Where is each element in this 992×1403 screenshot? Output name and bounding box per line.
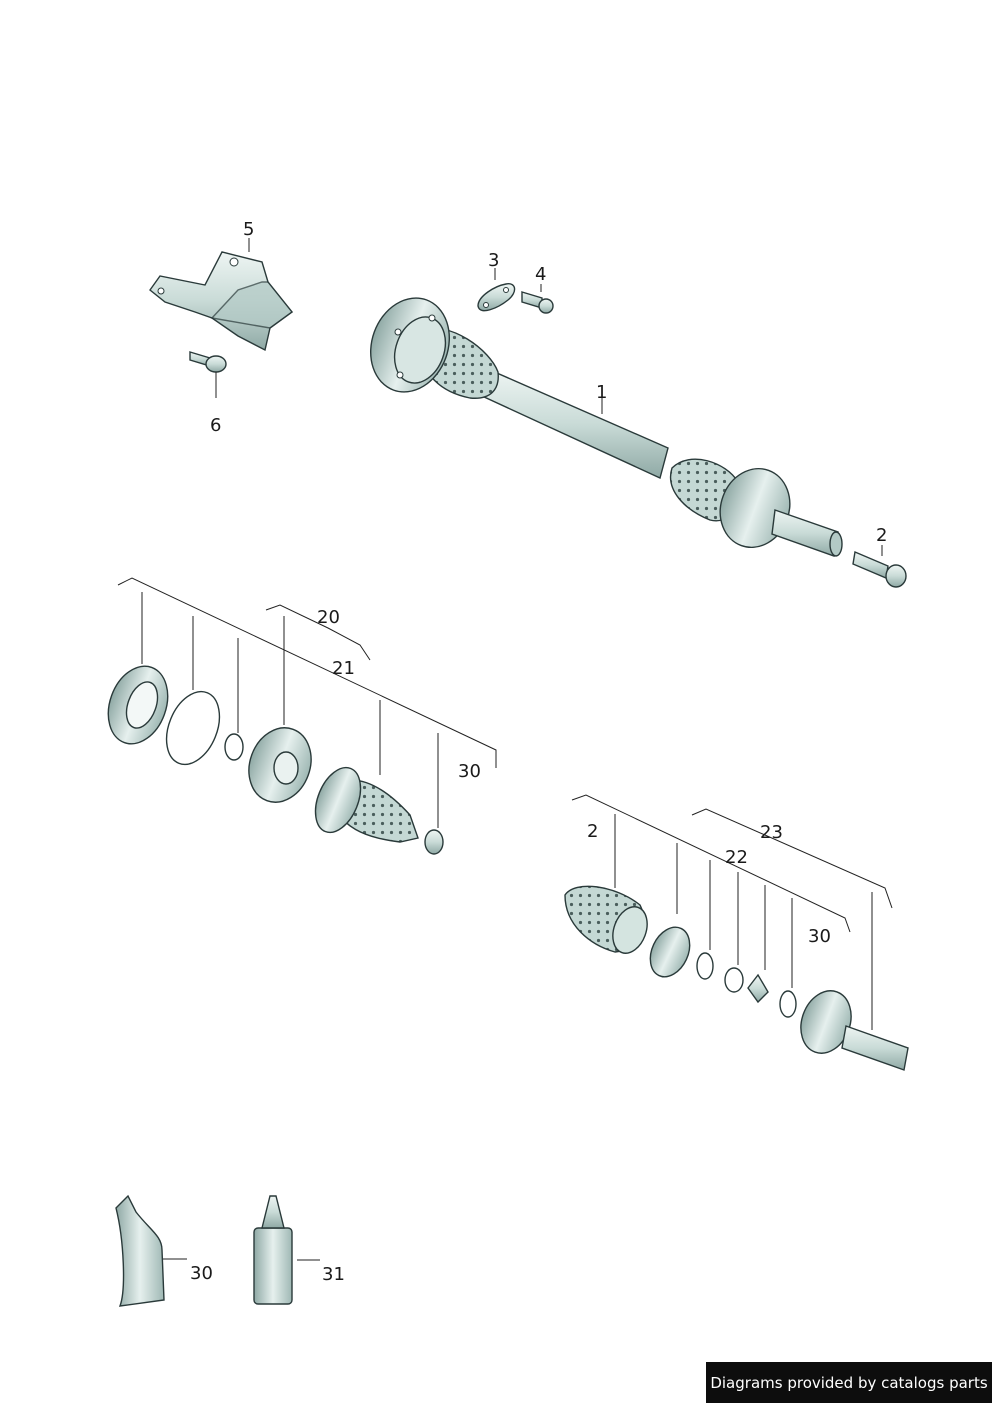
callout-5: 5	[243, 219, 254, 240]
callout-3: 3	[488, 250, 499, 271]
inner-joint-kit	[107, 665, 444, 855]
callout-22: 22	[725, 847, 748, 868]
callout-2-shaft-bolt: 2	[876, 525, 887, 546]
callout-labels: 1 2 3 4 5 6 20 21 30 2 22 23 30 30 31	[190, 219, 887, 1285]
grease-tube	[115, 1194, 165, 1307]
callout-23: 23	[760, 822, 783, 843]
callout-1: 1	[596, 382, 607, 403]
leader-lines	[117, 238, 893, 1261]
callout-30-left-set: 30	[458, 761, 481, 782]
outer-joint-kit	[564, 885, 909, 1071]
callout-2-right-set: 2	[587, 821, 598, 842]
callout-21: 21	[332, 658, 355, 679]
locking-plate-3	[477, 283, 516, 312]
callout-30-grease: 30	[190, 1263, 213, 1284]
bolt-6	[189, 351, 227, 373]
bolt-2	[852, 551, 907, 588]
callout-6: 6	[210, 415, 221, 436]
drive-shaft-assembly	[369, 297, 843, 557]
callout-30-right-set: 30	[808, 926, 831, 947]
callout-4: 4	[535, 264, 546, 285]
heat-shield-bracket	[149, 251, 294, 352]
credit-banner: Diagrams provided by catalogs parts	[706, 1362, 992, 1403]
bolt-4	[521, 291, 554, 314]
callout-31: 31	[322, 1264, 345, 1285]
sealant-bottle	[253, 1195, 293, 1305]
callout-20: 20	[317, 607, 340, 628]
